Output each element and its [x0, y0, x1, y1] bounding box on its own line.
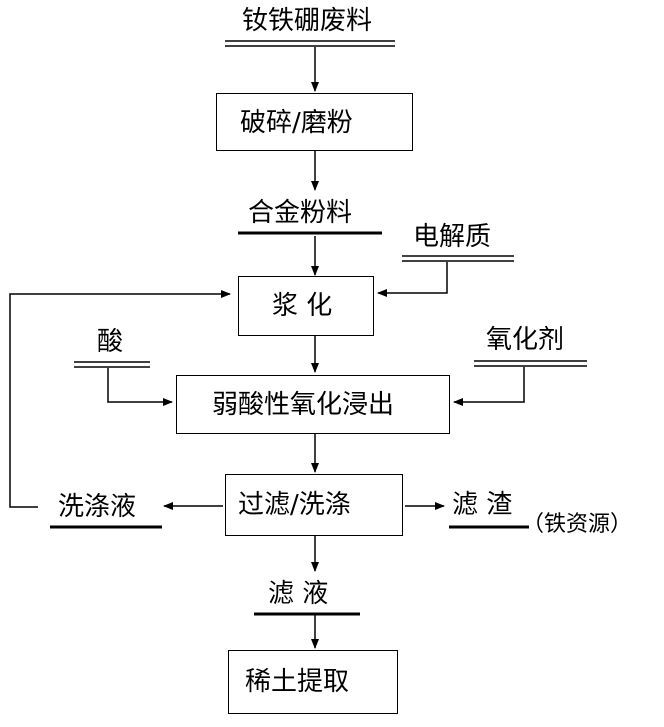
- label-filtrate: 滤 液: [268, 579, 328, 609]
- step-slurry-label: 浆 化: [272, 291, 332, 321]
- label-iron-resource: （铁资源）: [522, 510, 632, 540]
- step-crush-label: 破碎/磨粉: [240, 108, 353, 138]
- label-electrolyte: 电解质: [413, 222, 491, 252]
- label-alloy-powder: 合金粉料: [248, 198, 352, 228]
- label-ndfeb-waste: 钕铁硼废料: [242, 6, 372, 36]
- label-oxidant: 氧化剂: [486, 325, 564, 355]
- step-leach-label: 弱酸性氧化浸出: [212, 390, 394, 420]
- label-wash-liquid: 洗涤液: [58, 492, 136, 522]
- label-acid: 酸: [97, 327, 123, 357]
- step-extract-label: 稀土提取: [245, 667, 349, 697]
- arrow-oxidant-to-leach: [454, 367, 524, 402]
- underline-ndfeb-waste: [225, 41, 395, 46]
- step-filter-label: 过滤/洗涤: [238, 490, 351, 520]
- arrow-electrolyte-to-slurry: [378, 262, 447, 293]
- label-filter-residue: 滤 渣: [452, 490, 512, 520]
- underline-acid: [74, 362, 150, 367]
- underline-electrolyte: [402, 256, 514, 261]
- arrow-acid-to-leach: [108, 368, 172, 402]
- underline-oxidant: [474, 361, 587, 366]
